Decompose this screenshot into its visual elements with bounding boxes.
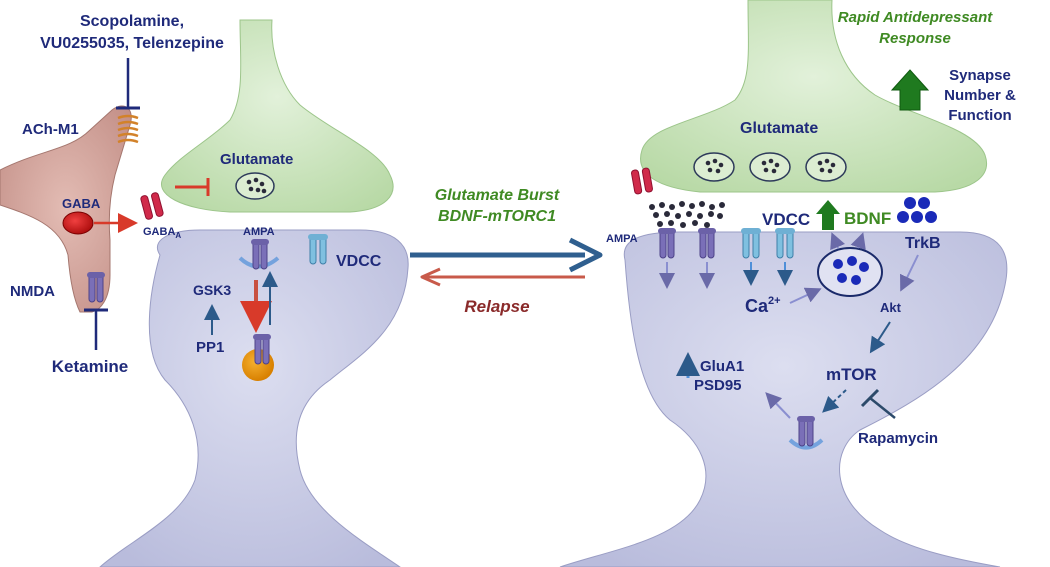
left-postsynaptic-spine (99, 229, 409, 567)
left-glutamate-label: Glutamate (220, 151, 293, 168)
bdnf-release-arrow-2 (850, 232, 866, 250)
mtor-synthesis-arrow (822, 389, 847, 413)
antagonists-line1: Scopolamine, (80, 13, 184, 30)
bdnf-vesicle-dots (833, 256, 869, 285)
relapse-arrow (420, 267, 585, 287)
new-ampa-highlight (788, 438, 824, 450)
gaba-a-label: GABAA (143, 226, 181, 240)
antagonists-line2: VU0255035, Telenzepine (40, 35, 224, 52)
bdnf-increase-arrow-icon (816, 200, 840, 230)
synapse-label-line1: Synapse (949, 67, 1011, 84)
gsk3-label: GSK3 (193, 282, 231, 298)
calcium-label: Ca2+ (745, 295, 781, 316)
mtor-label: mTOR (826, 365, 877, 384)
left-vdcc-label: VDCC (336, 253, 382, 270)
right-glutamate-vesicles (693, 152, 847, 182)
left-glutamate-vesicle (235, 172, 275, 200)
nmda-label: NMDA (10, 283, 55, 300)
glua1-label: GluA1 (700, 358, 744, 375)
rapamycin-inhibit-line (869, 397, 896, 419)
right-ampa-label: AMPA (606, 233, 638, 245)
right-postsynaptic-spine (559, 231, 1008, 567)
gaba-interneuron (0, 105, 132, 313)
calcium-to-bdnf-arrow (789, 287, 822, 304)
right-vdcc-label: VDCC (762, 210, 810, 229)
bdnf-vesicle (817, 247, 883, 297)
bdnf-release-arrow-1 (830, 232, 845, 251)
synapse-label-line2: Number & (944, 87, 1016, 104)
left-ampa-label: AMPA (243, 226, 275, 238)
ach-m1-receptor-icon (117, 114, 139, 144)
pp1-label: PP1 (196, 339, 224, 356)
relapse-label: Relapse (464, 297, 529, 316)
gaba-a-receptor-icon (139, 191, 165, 221)
synapse-label-line3: Function (948, 107, 1011, 124)
rapid-response-title-line1: Rapid Antidepressant (838, 9, 993, 26)
left-vesicle-glutamate-dots (246, 177, 267, 194)
forward-transition-arrow (410, 237, 603, 273)
ketamine-label: Ketamine (52, 357, 129, 376)
akt-label: Akt (880, 300, 902, 315)
trkb-akt-arrow (900, 254, 919, 292)
synapse-increase-arrow-icon (890, 69, 930, 111)
rapid-response-title-line2: Response (879, 30, 951, 47)
rapamycin-label: Rapamycin (858, 430, 938, 447)
right-gaba-a-receptor-icon (630, 167, 654, 195)
rapamycin-inhibit-bar (860, 388, 880, 408)
released-glutamate-cloud (649, 201, 725, 228)
ach-m1-label: ACh-M1 (22, 121, 79, 138)
gaba-label: GABA (62, 196, 101, 211)
trkb-label: TrkB (905, 235, 941, 252)
released-bdnf-dots (897, 197, 937, 223)
bdnf-label: BDNF (844, 209, 891, 228)
bdnf-mtorc1-label: BDNF-mTORC1 (438, 208, 556, 225)
akt-mtor-arrow (869, 321, 891, 354)
glutamate-burst-label: Glutamate Burst (435, 187, 560, 204)
right-presynaptic-terminal (640, 0, 987, 193)
left-presynaptic-terminal (161, 19, 394, 213)
psd95-label: PSD95 (694, 377, 742, 394)
gaba-vesicle (62, 211, 94, 235)
new-protein-arrow (765, 392, 791, 419)
right-glutamate-label: Glutamate (740, 120, 818, 137)
